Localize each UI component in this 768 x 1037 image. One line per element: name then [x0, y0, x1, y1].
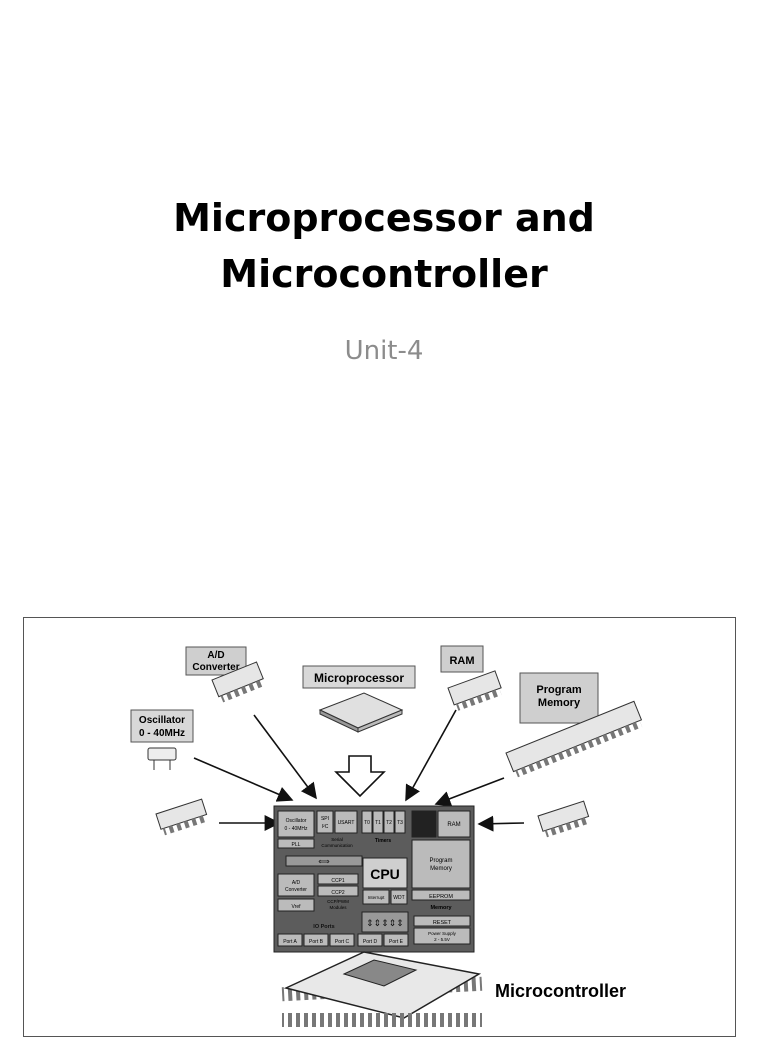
chip-ad-2: Converter	[285, 887, 307, 893]
chip-timers: Timers	[375, 838, 392, 844]
oscillator-crystal-icon	[147, 747, 177, 770]
chip-pll: PLL	[292, 842, 301, 848]
chip-memory: Memory	[430, 905, 452, 911]
chip-reset: RESET	[433, 920, 452, 926]
microprocessor-label-box	[302, 665, 416, 689]
chip-bus-arrow-icon: ⟺	[318, 857, 330, 866]
chip-serial-2: Communication	[321, 843, 353, 848]
chip-port-c: Port C	[335, 939, 350, 945]
oscillator-label-1: Oscillator	[139, 715, 185, 726]
microprocessor-label: Microprocessor	[314, 671, 404, 685]
chip-serial-1: Serial	[331, 837, 343, 842]
microcontroller-diagram: A/D Converter Microprocessor RAM Program…	[23, 617, 736, 1037]
chip-ccp1: CCP1	[331, 878, 345, 884]
chip-io-ports: IO Ports	[313, 924, 334, 930]
down-arrow-icon	[334, 755, 386, 798]
chip-vref: Vref	[292, 904, 302, 910]
chip-ccp2: CCP2	[331, 890, 345, 896]
oscillator-label-box	[130, 709, 194, 743]
chip-block-diagram: Oscillator 0 - 40MHz PLL SPI I²C USART S…	[273, 805, 475, 953]
chip-spi-1: SPI	[321, 816, 329, 822]
chip-spi-2: I²C	[322, 824, 329, 830]
program-memory-label-box	[519, 672, 599, 724]
arrows	[193, 709, 525, 832]
ad-converter-chip-icon	[211, 661, 265, 703]
ad-converter-label-box	[185, 646, 247, 676]
chip-wdt: WDT	[393, 895, 404, 901]
small-chip-left-icon	[155, 798, 208, 836]
chip-port-d: Port D	[363, 939, 378, 945]
chip-port-e: Port E	[389, 939, 404, 945]
chip-t0: T0	[364, 820, 370, 826]
program-memory-chip-icon	[505, 700, 643, 778]
chip-t3: T3	[397, 820, 403, 826]
microprocessor-chip-icon	[318, 692, 404, 733]
small-chip-right-icon	[537, 800, 590, 838]
diagram-svg: A/D Converter Microprocessor RAM Program…	[130, 645, 643, 1027]
chip-ad-1: A/D	[292, 880, 301, 886]
ram-label: RAM	[449, 655, 474, 667]
chip-port-b: Port B	[309, 939, 324, 945]
ram-label-box	[440, 645, 484, 673]
chip-ccp-modules-2: Modules	[329, 905, 347, 910]
slide-subtitle: Unit-4	[344, 336, 424, 366]
chip-interrupt: Interrupt	[368, 895, 386, 900]
oscillator-label-2: 0 - 40MHz	[139, 728, 185, 739]
chip-program-memory-2: Memory	[430, 866, 452, 872]
chip-oscillator-1: Oscillator	[286, 818, 307, 824]
chip-ram: RAM	[447, 822, 460, 828]
program-memory-label-1: Program	[536, 684, 581, 696]
chip-t2: T2	[386, 820, 392, 826]
chip-usart: USART	[338, 820, 355, 826]
ad-converter-label-1: A/D	[207, 650, 224, 661]
chip-power-2: 2 - 5.5V	[434, 937, 450, 942]
ram-chip-icon	[447, 670, 502, 711]
chip-power-1: Power Supply	[428, 931, 457, 936]
microcontroller-label: Microcontroller	[495, 981, 626, 1001]
chip-port-a: Port A	[283, 939, 297, 945]
slide-title: Microprocessor and Microcontroller	[0, 190, 768, 302]
chip-io-arrows-icon: ⇕⇕⇕⇕⇕	[366, 918, 404, 928]
chip-eeprom: EEPROM	[429, 894, 453, 900]
program-memory-label-2: Memory	[538, 697, 581, 709]
chip-ccp-modules-1: CCP/PWM	[327, 899, 349, 904]
chip-t1: T1	[375, 820, 381, 826]
ad-converter-label-2: Converter	[192, 662, 239, 673]
slide-title-line-2: Microcontroller	[220, 252, 548, 296]
slide-title-line-1: Microprocessor and	[173, 196, 595, 240]
chip-oscillator-2: 0 - 40MHz	[284, 826, 308, 832]
microcontroller-chip-icon	[281, 951, 483, 1027]
chip-cpu: CPU	[370, 866, 400, 882]
chip-program-memory-1: Program	[429, 858, 452, 864]
